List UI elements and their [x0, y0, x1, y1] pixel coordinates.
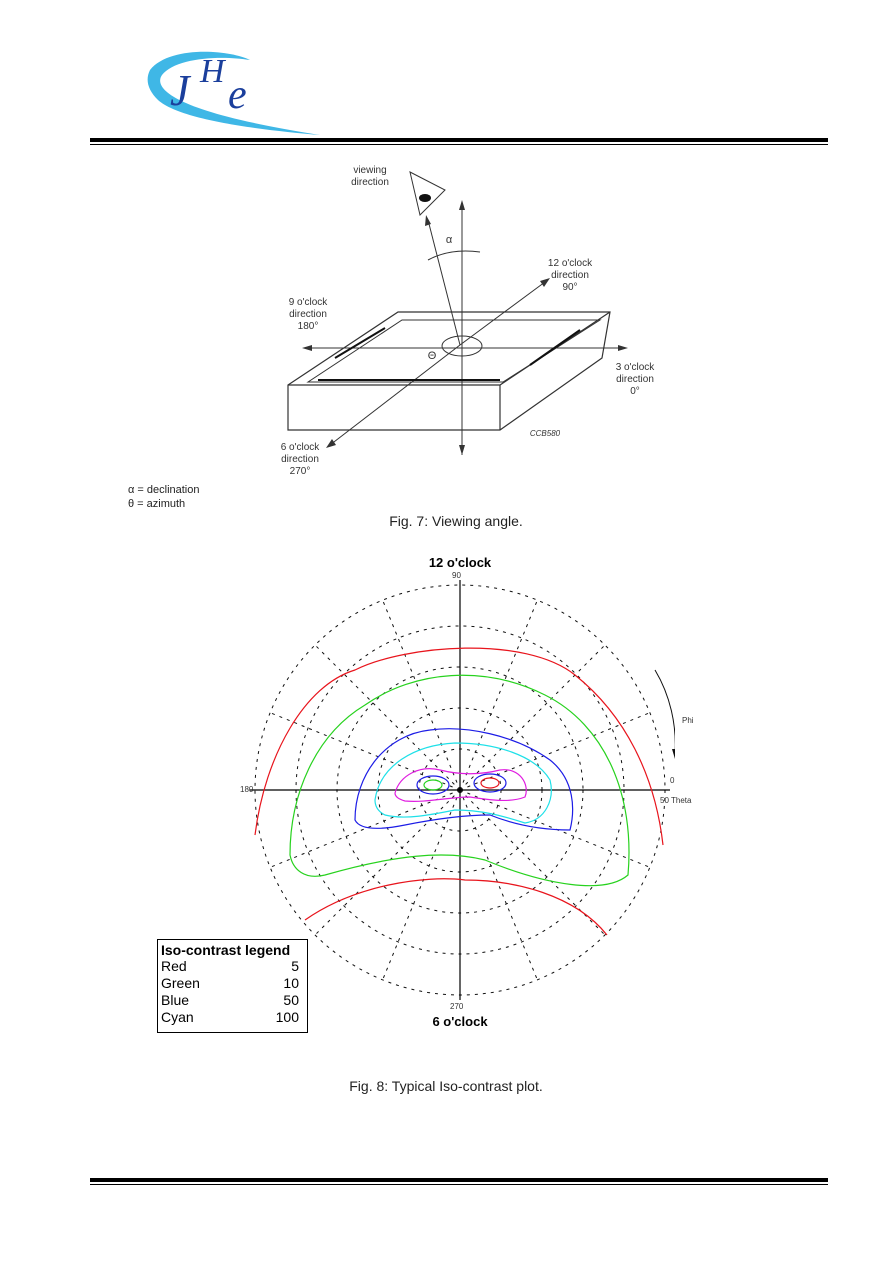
fig8-caption: Fig. 8: Typical Iso-contrast plot. — [349, 1078, 543, 1094]
polar-bottom-label: 6 o'clock — [432, 1014, 488, 1029]
viewing-angle-diagram — [287, 171, 628, 455]
polar-top-label: 12 o'clock — [428, 555, 492, 570]
phi-label: Phi — [682, 716, 694, 725]
theta-label: Θ — [427, 350, 437, 362]
footer-rule-thin — [90, 1184, 828, 1185]
svg-text:e: e — [228, 72, 247, 118]
iso-contrast-plot — [250, 580, 675, 1000]
tick-180: 180 — [240, 785, 254, 794]
header-rule-thin — [90, 144, 828, 145]
header-rule-thick — [90, 138, 828, 142]
svg-text:H: H — [199, 53, 227, 90]
fig7-notes: α = declination θ = azimuth — [128, 483, 200, 511]
tick-90: 90 — [452, 571, 461, 580]
tick-270: 270 — [450, 1002, 464, 1011]
diagram-code-label: CCB580 — [529, 429, 561, 438]
legend-title: Iso-contrast legend — [161, 942, 291, 958]
company-logo: J H e — [147, 51, 320, 135]
theta-axis-label: 50 Theta — [660, 796, 692, 805]
footer-rule-thick — [90, 1178, 828, 1182]
svg-text:J: J — [170, 66, 192, 115]
alpha-label: α — [445, 234, 453, 246]
fig7-caption: Fig. 7: Viewing angle. — [389, 513, 523, 529]
note-azimuth: θ = azimuth — [128, 498, 186, 510]
tick-0: 0 — [670, 776, 675, 785]
note-declination: α = declination — [128, 484, 200, 496]
